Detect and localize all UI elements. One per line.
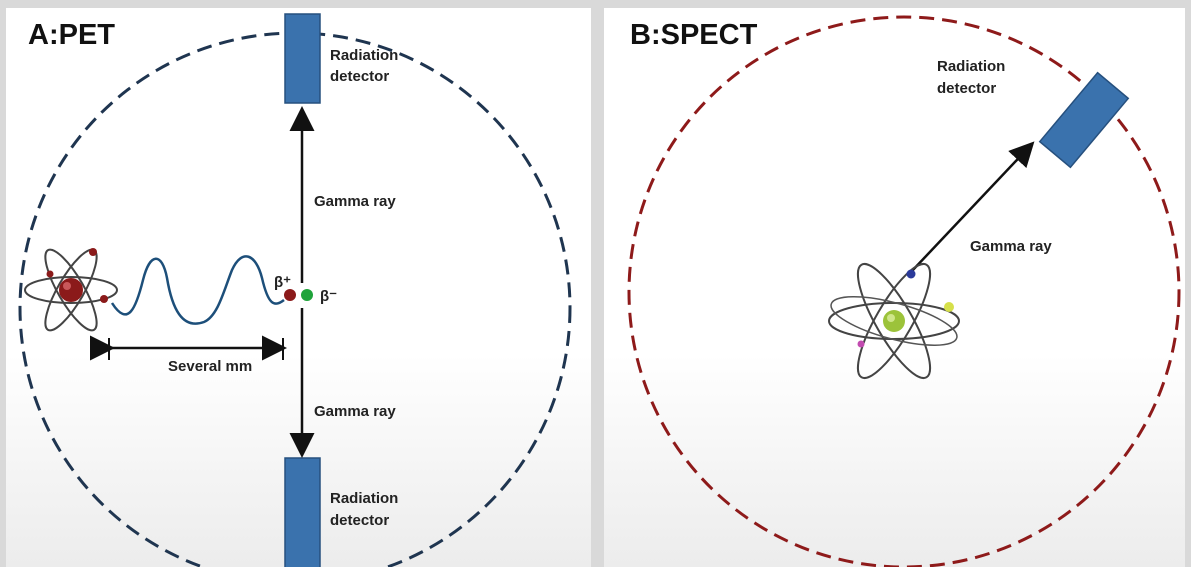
pet-gamma-label-top: Gamma ray [314,193,396,210]
pet-diagram: A:PET Radiation detector Radiation detec… [18,13,572,567]
pet-panel-title: A:PET [28,19,115,51]
spect-detector [1038,71,1130,169]
pet-top-detector-label-line2: detector [330,68,389,85]
spect-detector-label-line1: Radiation [937,58,1005,75]
spect-diagram: B:SPECT Radiation detector Gamma ray [627,15,1181,567]
distance-label: Several mm [168,358,252,375]
spect-detector-label-line2: detector [937,80,996,97]
spect-panel: B:SPECT Radiation detector Gamma ray [604,8,1185,567]
pet-gamma-label-bottom: Gamma ray [314,403,396,420]
spect-scanner-ring [627,15,1181,567]
pet-top-detector-label-line1: Radiation [330,47,398,64]
positron-particle [284,289,296,301]
spect-atom-icon [828,262,960,380]
beta-plus-label: β⁺ [274,274,291,291]
pet-atom-icon [24,248,118,332]
pet-bottom-detector [284,457,321,567]
spect-gamma-arrow [910,141,1035,273]
electron-particle [301,289,313,301]
spect-gamma-label: Gamma ray [970,238,1052,255]
pet-bottom-detector-label-line2: detector [330,512,389,529]
spect-panel-title: B:SPECT [630,19,758,51]
pet-top-detector [284,13,321,104]
pet-bottom-detector-label-line1: Radiation [330,490,398,507]
beta-minus-label: β⁻ [320,288,337,305]
positron-path [110,255,285,325]
pet-panel: A:PET Radiation detector Radiation detec… [6,8,591,567]
